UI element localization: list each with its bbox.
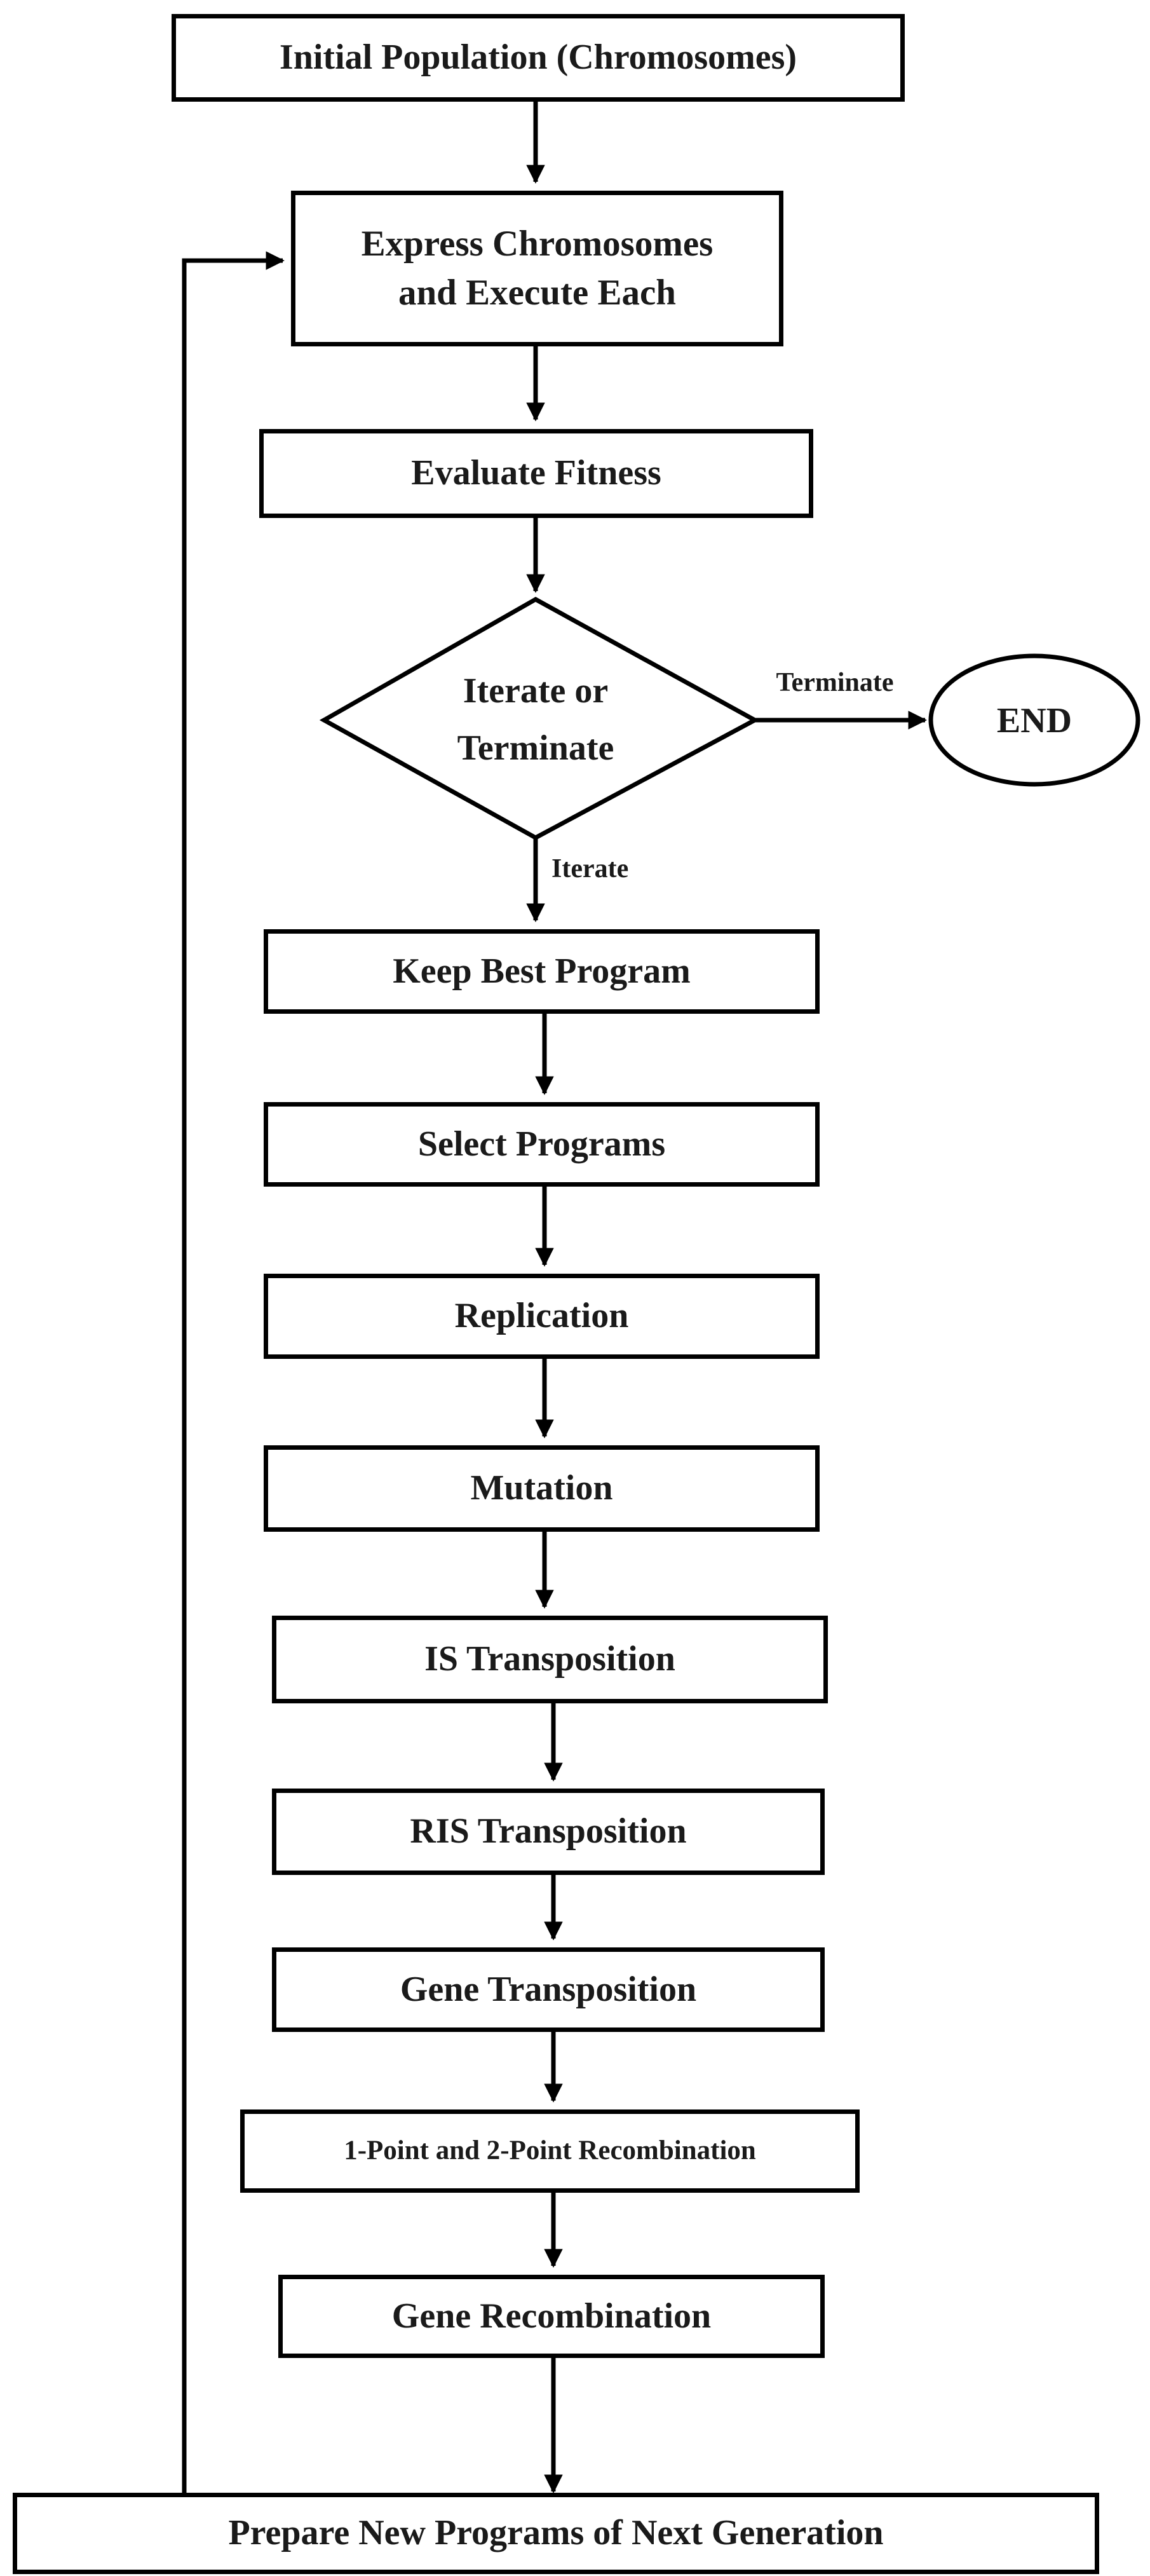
is-transposition-box: IS Transposition: [272, 1616, 828, 1703]
recombination-points-box: 1-Point and 2-Point Recombination: [240, 2109, 860, 2193]
end-label: END: [997, 701, 1072, 740]
decision-line2: Terminate: [457, 728, 614, 768]
prepare-next-generation-label: Prepare New Programs of Next Generation: [228, 2513, 884, 2553]
initial-population-label: Initial Population (Chromosomes): [279, 37, 797, 78]
keep-best-program-label: Keep Best Program: [393, 951, 691, 991]
express-label-line1: Express Chromosomes: [361, 223, 714, 264]
keep-best-program-box: Keep Best Program: [264, 929, 820, 1014]
gene-transposition-label: Gene Transposition: [400, 1969, 697, 2009]
ris-transposition-box: RIS Transposition: [272, 1789, 825, 1875]
select-programs-box: Select Programs: [264, 1102, 820, 1187]
mutation-label: Mutation: [470, 1468, 613, 1508]
recombination-points-label: 1-Point and 2-Point Recombination: [344, 2136, 756, 2166]
end-terminal: [928, 653, 1140, 787]
prepare-next-generation-box: Prepare New Programs of Next Generation: [13, 2493, 1099, 2574]
express-execute-box: Express Chromosomes and Execute Each: [291, 191, 783, 346]
decision-line1: Iterate or: [463, 671, 609, 711]
evaluate-fitness-box: Evaluate Fitness: [259, 429, 813, 518]
gene-transposition-box: Gene Transposition: [272, 1947, 825, 2032]
initial-population-box: Initial Population (Chromosomes): [172, 14, 905, 102]
ris-transposition-label: RIS Transposition: [410, 1811, 687, 1851]
mutation-box: Mutation: [264, 1445, 820, 1532]
replication-box: Replication: [264, 1274, 820, 1359]
gene-recombination-box: Gene Recombination: [278, 2275, 825, 2358]
express-label-line2: and Execute Each: [398, 272, 676, 313]
iterate-label: Iterate: [551, 854, 628, 883]
decision-diamond: [319, 596, 760, 840]
is-transposition-label: IS Transposition: [424, 1639, 675, 1679]
gene-recombination-label: Gene Recombination: [391, 2296, 712, 2336]
evaluate-fitness-label: Evaluate Fitness: [411, 453, 661, 493]
loop-back-line: [182, 251, 285, 2493]
replication-label: Replication: [454, 1296, 629, 1336]
terminate-label: Terminate: [776, 668, 893, 697]
select-programs-label: Select Programs: [417, 1124, 666, 1164]
